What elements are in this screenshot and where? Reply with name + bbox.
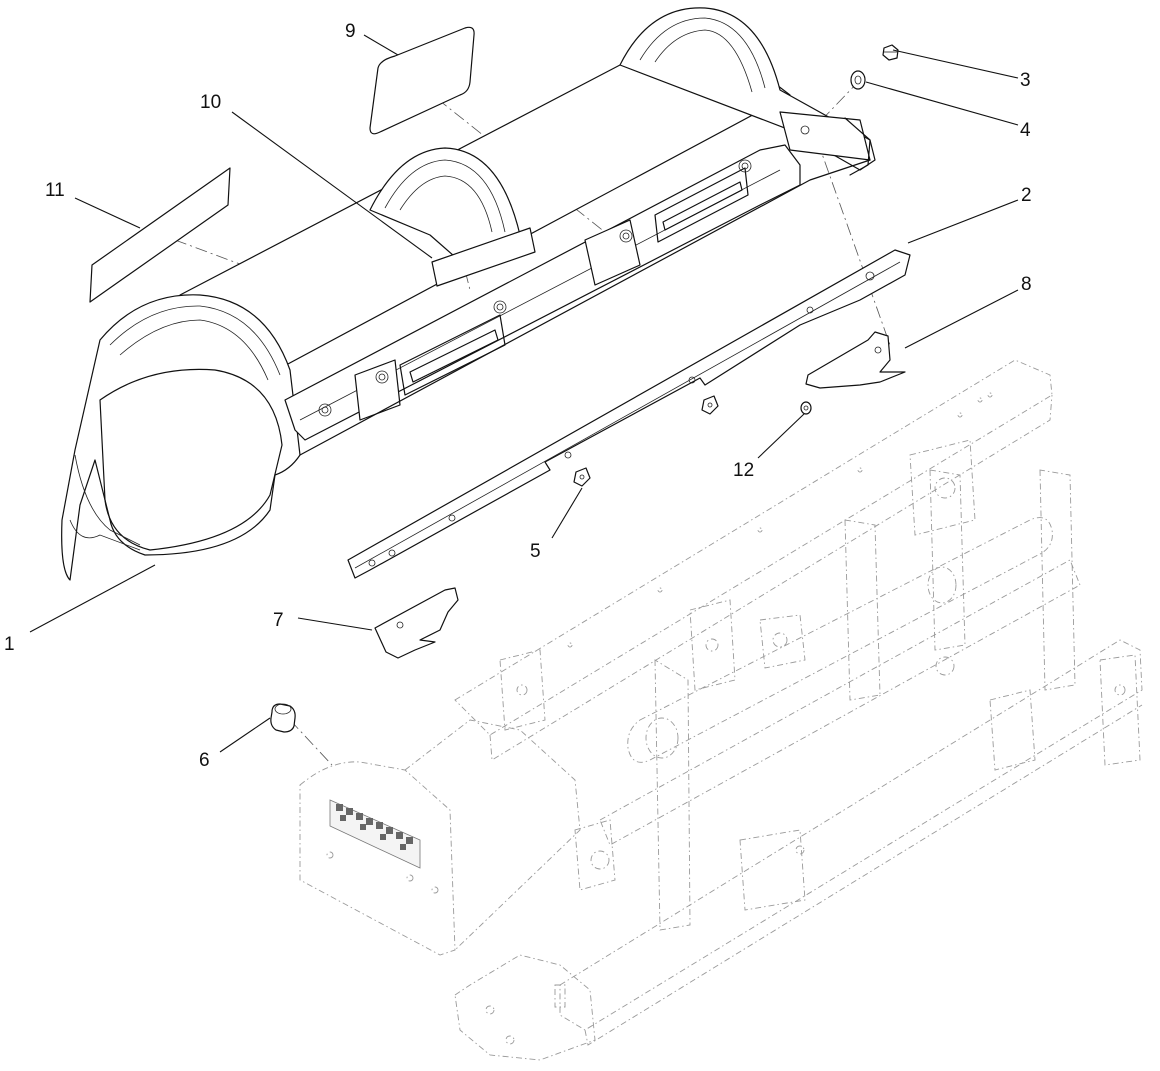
callout-9: 9 xyxy=(345,21,356,42)
callout-7: 7 xyxy=(273,610,284,631)
part-11-decal xyxy=(89,167,231,303)
callout-3: 3 xyxy=(1020,70,1031,91)
part-10-decal-strip xyxy=(431,227,536,287)
callout-6: 6 xyxy=(199,750,210,771)
part-4-washer xyxy=(850,70,866,90)
part-1-hood-cover xyxy=(61,7,876,581)
leader-lines xyxy=(29,34,1019,753)
callout-11: 11 xyxy=(45,180,65,201)
safety-decal-ghost xyxy=(329,799,421,869)
part-6-bumper xyxy=(270,703,296,733)
part-5-clip-nut xyxy=(573,395,719,487)
frame-assembly-ghost xyxy=(299,359,1143,1061)
part-12-nut xyxy=(800,401,812,415)
part-2-mounting-strip xyxy=(347,249,911,579)
part-8-bracket xyxy=(805,331,906,389)
callout-10: 10 xyxy=(200,92,221,113)
part-9-decal xyxy=(369,26,475,135)
callout-4: 4 xyxy=(1020,120,1031,141)
callout-12: 12 xyxy=(733,460,754,481)
part-3-bolt xyxy=(882,44,899,61)
part-7-bracket xyxy=(374,587,459,659)
callout-8: 8 xyxy=(1021,274,1032,295)
callout-2: 2 xyxy=(1021,185,1032,206)
callout-5: 5 xyxy=(530,541,541,562)
callout-1: 1 xyxy=(4,634,15,655)
callout-labels: 1 2 3 4 5 6 7 8 9 10 11 12 xyxy=(4,21,1032,771)
